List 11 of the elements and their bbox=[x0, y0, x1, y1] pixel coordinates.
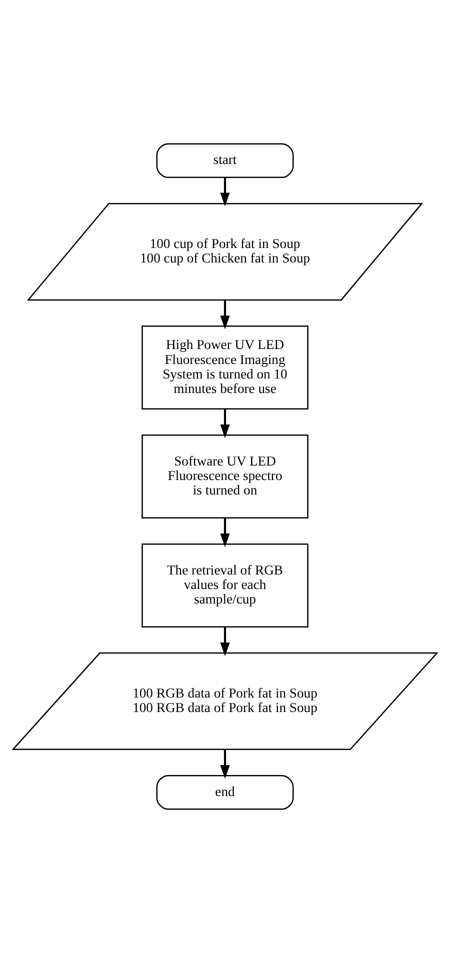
arrow bbox=[220, 518, 230, 548]
arrow bbox=[220, 178, 230, 206]
node-box: start bbox=[156, 143, 294, 178]
arrow bbox=[220, 408, 230, 438]
node-box: The retrieval of RGB values for each sample/cup bbox=[141, 543, 308, 628]
arrow bbox=[220, 750, 230, 779]
arrow bbox=[220, 300, 230, 330]
node-box: Software UV LED Fluorescence spectro is turned on bbox=[141, 434, 308, 519]
node-box: end bbox=[156, 775, 294, 810]
node-box: High Power UV LED Fluorescence Imaging System is turned on 10 minutes before use bbox=[141, 326, 308, 410]
arrow bbox=[220, 626, 230, 656]
